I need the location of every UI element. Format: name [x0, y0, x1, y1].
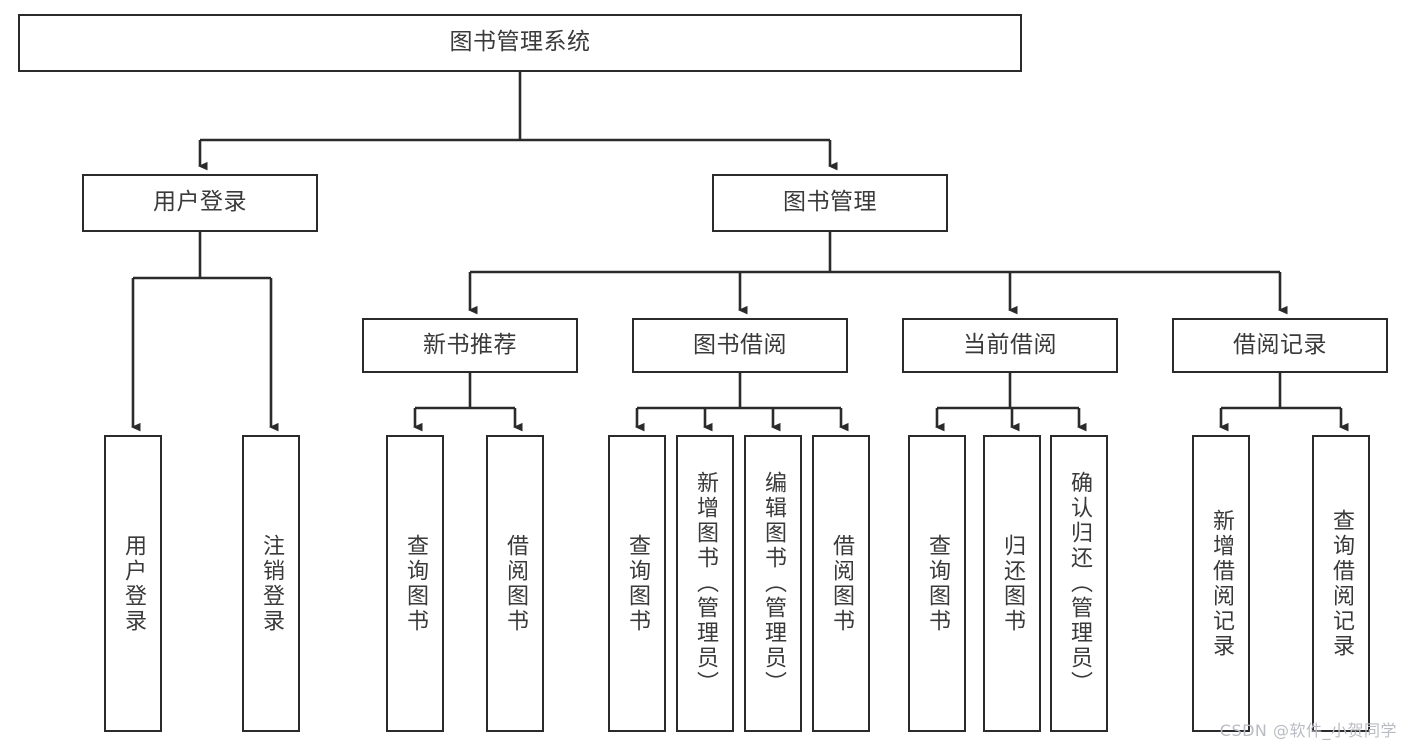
node-user-login-label: 用户登录: [153, 189, 247, 216]
leaf-confirm-return[interactable]: 确认归还（管理员）: [1050, 435, 1108, 732]
node-book-borrow-label: 图书借阅: [693, 331, 787, 358]
leaf-borrow-book-rec-label: 借阅图书: [502, 533, 528, 634]
leaf-edit-book-label: 编辑图书（管理员）: [760, 471, 786, 696]
leaf-user-login-label: 用户登录: [120, 533, 146, 634]
leaf-user-login[interactable]: 用户登录: [104, 435, 162, 732]
leaf-borrow-book[interactable]: 借阅图书: [812, 435, 870, 732]
node-new-book-rec[interactable]: 新书推荐: [362, 318, 578, 373]
node-user-login[interactable]: 用户登录: [82, 174, 318, 232]
node-borrow-record-label: 借阅记录: [1233, 331, 1327, 358]
leaf-query-record-label: 查询借阅记录: [1328, 508, 1354, 659]
node-current-borrow-label: 当前借阅: [963, 331, 1057, 358]
leaf-confirm-return-label: 确认归还（管理员）: [1066, 471, 1092, 696]
leaf-add-record-label: 新增借阅记录: [1208, 508, 1234, 659]
leaf-return-book-label: 归还图书: [999, 533, 1025, 634]
leaf-add-record[interactable]: 新增借阅记录: [1192, 435, 1250, 732]
leaf-query-book-rec[interactable]: 查询图书: [386, 435, 444, 732]
leaf-add-book-label: 新增图书（管理员）: [692, 471, 718, 696]
node-book-manage-label: 图书管理: [783, 189, 877, 216]
node-new-book-rec-label: 新书推荐: [423, 331, 517, 358]
leaf-query-book-cur[interactable]: 查询图书: [908, 435, 966, 732]
node-book-borrow[interactable]: 图书借阅: [632, 318, 848, 373]
leaf-query-book-rec-label: 查询图书: [402, 533, 428, 634]
node-root[interactable]: 图书管理系统: [18, 14, 1022, 72]
leaf-query-record[interactable]: 查询借阅记录: [1312, 435, 1370, 732]
leaf-return-book[interactable]: 归还图书: [983, 435, 1041, 732]
leaf-borrow-book-label: 借阅图书: [828, 533, 854, 634]
leaf-query-book-borrow[interactable]: 查询图书: [608, 435, 666, 732]
leaf-add-book[interactable]: 新增图书（管理员）: [676, 435, 734, 732]
leaf-borrow-book-rec[interactable]: 借阅图书: [486, 435, 544, 732]
node-current-borrow[interactable]: 当前借阅: [902, 318, 1118, 373]
leaf-edit-book[interactable]: 编辑图书（管理员）: [744, 435, 802, 732]
leaf-query-book-cur-label: 查询图书: [924, 533, 950, 634]
node-book-manage[interactable]: 图书管理: [712, 174, 948, 232]
leaf-logout[interactable]: 注销登录: [242, 435, 300, 732]
node-borrow-record[interactable]: 借阅记录: [1172, 318, 1388, 373]
node-root-label: 图书管理系统: [449, 29, 591, 56]
leaf-logout-label: 注销登录: [258, 533, 284, 634]
watermark-text: CSDN @软件_小贺同学: [1219, 721, 1397, 740]
leaf-query-book-borrow-label: 查询图书: [624, 533, 650, 634]
